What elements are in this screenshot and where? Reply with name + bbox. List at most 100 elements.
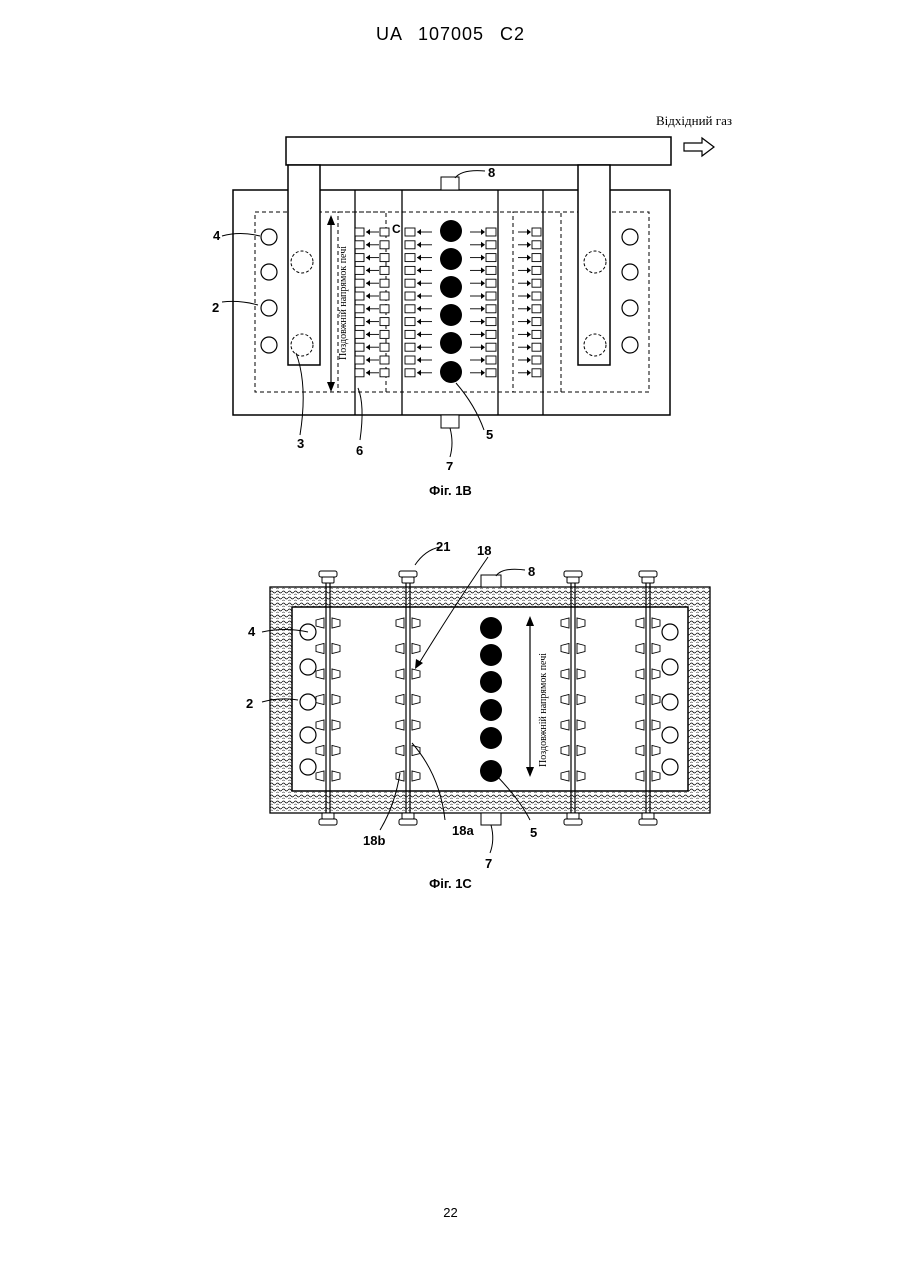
arrow-left-icon [417, 357, 421, 363]
nozzle-tip [561, 720, 569, 730]
leader-4 [222, 234, 260, 237]
exhaust-duct [286, 137, 671, 165]
nozzle-box [486, 279, 496, 287]
nozzle-tip [396, 746, 404, 756]
burner-black-circle [480, 644, 502, 666]
air-nozzle-circle [300, 727, 316, 743]
nozzle-tip [332, 644, 340, 654]
nozzle-box [355, 266, 364, 274]
nozzle-box [486, 330, 496, 338]
arrow-left-icon [417, 255, 421, 261]
nozzle-tip [636, 669, 644, 679]
air-nozzle-circle [300, 694, 316, 710]
leader-5 [456, 383, 484, 430]
arrow-right-icon [481, 331, 485, 337]
nozzle-box [532, 330, 541, 338]
arrow-right-icon [527, 331, 531, 337]
arrow-right-icon [481, 293, 485, 299]
rod-cap [639, 571, 657, 577]
nozzle-tip [561, 618, 569, 628]
arrow-left-icon [366, 331, 370, 337]
nozzle-box [486, 241, 496, 249]
nozzle-tip [652, 618, 660, 628]
nozzle-box [405, 318, 415, 326]
nozzle-tip [316, 746, 324, 756]
nozzle-tip [561, 695, 569, 705]
leader-2 [222, 301, 258, 305]
nozzle-box [532, 228, 541, 236]
nozzle-tip [652, 644, 660, 654]
nozzle-tip [316, 644, 324, 654]
nozzle-box [532, 343, 541, 351]
nozzle-tip [561, 669, 569, 679]
arrow-right-icon [527, 242, 531, 248]
arrow-right-icon [481, 280, 485, 286]
burner-black-circle [440, 220, 462, 242]
arrow-right-icon [527, 306, 531, 312]
nozzle-tip [577, 618, 585, 628]
arrow-left-icon [366, 293, 370, 299]
arrow-right-icon [481, 267, 485, 273]
nozzle-tip [332, 618, 340, 628]
arrow-left-icon [366, 370, 370, 376]
nozzle-box [532, 241, 541, 249]
nozzle-tip [577, 771, 585, 781]
arrow-right-icon [481, 242, 485, 248]
rod-cap [322, 813, 334, 819]
nozzle-box [380, 343, 389, 351]
nozzle-tip [412, 618, 420, 628]
nozzle-box [532, 369, 541, 377]
nozzle-box [380, 356, 389, 364]
nozzle-box [380, 279, 389, 287]
air-nozzle-circle [261, 337, 277, 353]
nozzle-box [405, 305, 415, 313]
nozzle-box [380, 228, 389, 236]
arrow-right-icon [481, 319, 485, 325]
air-nozzle-circle [662, 624, 678, 640]
right-inner-dashed [513, 212, 561, 392]
nozzle-tip [561, 644, 569, 654]
arrow-left-icon [366, 357, 370, 363]
leader-7 [490, 825, 493, 853]
exhaust-arrow-icon [684, 138, 714, 156]
arrow-left-icon [417, 319, 421, 325]
nozzle-tip [636, 746, 644, 756]
nozzle-tip [412, 720, 420, 730]
nozzle-box [486, 356, 496, 364]
arrow-right-icon [481, 370, 485, 376]
nozzle-tip [652, 720, 660, 730]
rod-cap [399, 571, 417, 577]
label-c: C [392, 222, 401, 236]
arrow-head-down-icon [327, 382, 335, 392]
document-header: UA 107005 C2 [0, 24, 901, 45]
label-8: 8 [528, 564, 535, 579]
nozzle-box [355, 241, 364, 249]
air-nozzle-circle [622, 229, 638, 245]
nozzle-tip [396, 720, 404, 730]
nozzle-box [380, 254, 389, 262]
label-4: 4 [248, 624, 256, 639]
nozzle-tip [396, 695, 404, 705]
nozzle-tip [332, 771, 340, 781]
nozzle-tip [316, 771, 324, 781]
rod-cap [319, 571, 337, 577]
nozzle-tip [652, 746, 660, 756]
rod-cap [399, 819, 417, 825]
direction-label: Поздовжній напрямок печі [338, 246, 349, 360]
nozzle-tip [316, 720, 324, 730]
arrow-left-icon [417, 280, 421, 286]
arrow-head-up-icon [327, 215, 335, 225]
figure-1b-caption: Фіг. 1В [0, 483, 901, 498]
rod-cap [567, 813, 579, 819]
arrow-left-icon [417, 331, 421, 337]
nozzle-tip [412, 669, 420, 679]
label-5: 5 [486, 427, 493, 442]
rod-cap [639, 819, 657, 825]
label-18: 18 [477, 543, 491, 558]
arrow-right-icon [481, 357, 485, 363]
rod-cap [642, 813, 654, 819]
nozzle-box [355, 343, 364, 351]
nozzle-tip [636, 618, 644, 628]
arrow-right-icon [527, 280, 531, 286]
air-nozzle-circle [662, 659, 678, 675]
